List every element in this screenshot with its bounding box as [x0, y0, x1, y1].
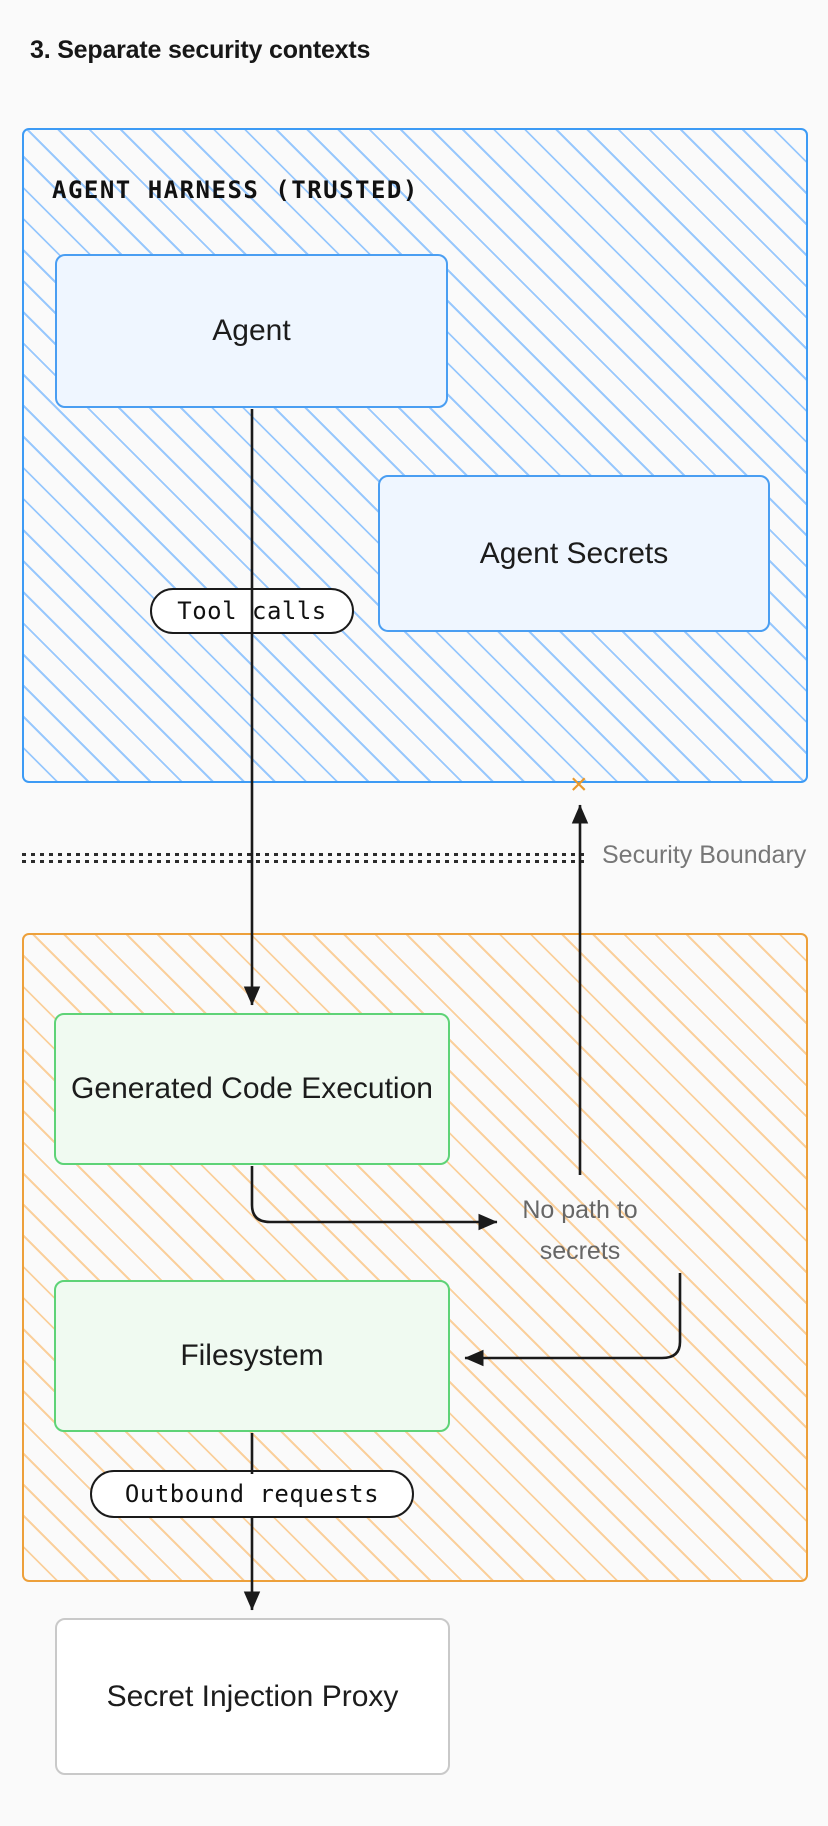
- edge-generated-code-to-no-path: [250, 1166, 498, 1231]
- node-agent-secrets-label: Agent Secrets: [479, 536, 669, 570]
- page-title: 3. Separate security contexts: [30, 36, 371, 64]
- security-boundary-line: [22, 853, 588, 863]
- node-generated-code-execution[interactable]: Generated Code Execution: [54, 1013, 450, 1165]
- blocked-path-x-icon: ×: [570, 768, 588, 801]
- node-agent[interactable]: Agent: [55, 254, 448, 408]
- edge-label-outbound-requests-text: Outbound requests: [124, 1480, 380, 1508]
- security-boundary-label: Security Boundary: [602, 841, 807, 869]
- node-filesystem[interactable]: Filesystem: [54, 1280, 450, 1432]
- node-secret-injection-proxy-label: Secret Injection Proxy: [106, 1679, 399, 1713]
- zone-agent-harness-label: AGENT HARNESS (TRUSTED): [52, 176, 419, 204]
- node-filesystem-label: Filesystem: [180, 1339, 324, 1373]
- node-generated-code-execution-label: Generated Code Execution: [71, 1072, 433, 1106]
- node-agent-label: Agent: [212, 314, 291, 348]
- node-agent-secrets[interactable]: Agent Secrets: [378, 475, 770, 632]
- zone-agent-harness-trusted: [22, 128, 808, 783]
- edge-secrets-path-to-filesystem: [464, 1273, 682, 1367]
- no-path-to-secrets-label: No path to secrets: [522, 1196, 638, 1265]
- node-secret-injection-proxy[interactable]: Secret Injection Proxy: [55, 1618, 450, 1775]
